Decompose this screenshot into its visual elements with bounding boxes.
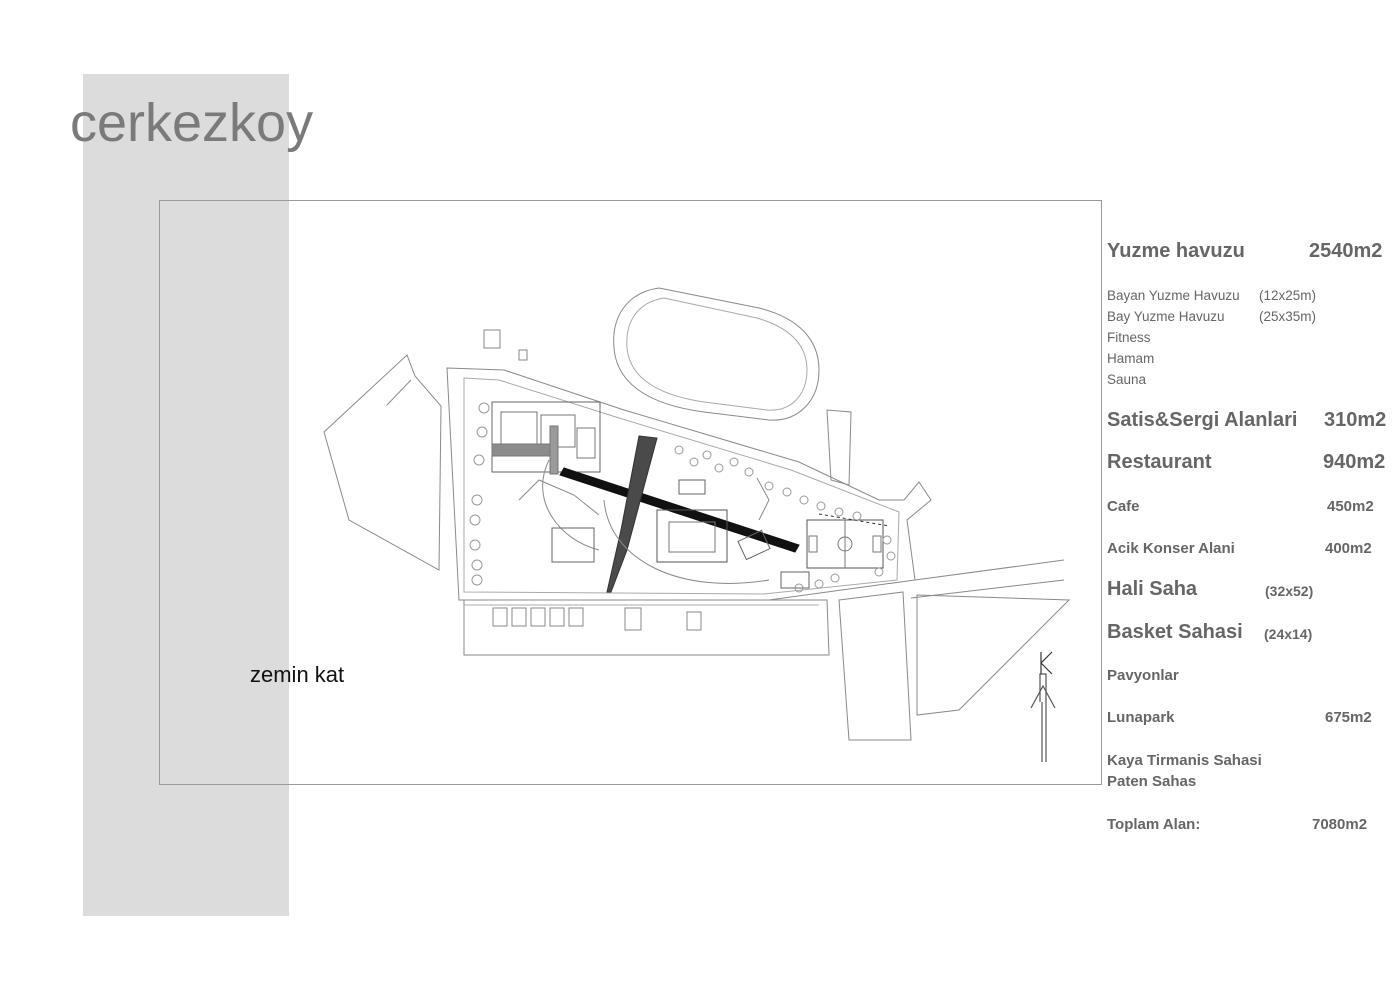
stadium <box>613 287 820 421</box>
legend-sub-item: Hamam <box>1107 351 1155 366</box>
legend-kaya: Kaya Tirmanis Sahasi <box>1107 752 1262 769</box>
left-parcel <box>323 354 442 571</box>
legend-value: (12x25m) <box>1259 288 1317 303</box>
legend-label: Bayan Yuzme Havuzu <box>1107 288 1240 303</box>
east-block <box>838 591 912 741</box>
legend-label: Acik Konser Alani <box>1107 540 1235 557</box>
side-band <box>83 74 289 916</box>
north-arrow-icon <box>1030 673 1056 762</box>
legend-label: Lunapark <box>1107 709 1175 726</box>
legend-konser: Acik Konser Alani 400m2 <box>1107 540 1372 557</box>
legend-label: Cafe <box>1107 498 1140 515</box>
main-site <box>446 367 932 601</box>
plan-frame <box>159 200 1102 785</box>
legend-yuzme: Yuzme havuzu 2540m2 <box>1107 240 1382 263</box>
legend-value: (24x14) <box>1264 626 1313 642</box>
legend-toplam: Toplam Alan: 7080m2 <box>1107 816 1367 833</box>
legend-sub-item: Sauna <box>1107 372 1147 387</box>
site-plan-drawing <box>323 287 1071 762</box>
circular-plaza <box>603 499 770 584</box>
page-title: cerkezkoy <box>70 93 314 153</box>
legend-value: 675m2 <box>1325 709 1372 726</box>
legend-sub-item: Bayan Yuzme Havuzu (12x25m) <box>1107 288 1316 303</box>
legend-lunapark: Lunapark 675m2 <box>1107 709 1372 726</box>
legend-label: Hali Saha <box>1107 578 1198 600</box>
right-parcel <box>916 594 1071 716</box>
legend-sub-item: Fitness <box>1107 330 1151 345</box>
legend-value: 450m2 <box>1327 498 1374 515</box>
legend-label: Satis&Sergi Alanlari <box>1107 409 1298 431</box>
legend-label: Yuzme havuzu <box>1107 240 1245 262</box>
legend-label: Bay Yuzme Havuzu <box>1107 309 1225 324</box>
legend-paten: Paten Sahas <box>1107 773 1197 790</box>
legend-label: Toplam Alan: <box>1107 816 1201 833</box>
legend-value: 310m2 <box>1324 409 1387 431</box>
legend-halisaha: Hali Saha (32x52) <box>1107 578 1313 601</box>
legend-basket: Basket Sahasi (24x14) <box>1107 621 1312 644</box>
legend-restaurant: Restaurant 940m2 <box>1107 451 1385 474</box>
legend-label: Restaurant <box>1107 451 1212 473</box>
legend-value: 400m2 <box>1325 540 1372 557</box>
legend-satis: Satis&Sergi Alanlari 310m2 <box>1107 409 1386 432</box>
legend-sub-item: Bay Yuzme Havuzu (25x35m) <box>1107 309 1316 324</box>
floor-label: zemin kat <box>250 662 345 687</box>
legend-value: 7080m2 <box>1312 816 1368 833</box>
legend-label: Basket Sahasi <box>1107 621 1243 643</box>
legend-value: (25x35m) <box>1259 309 1317 324</box>
left-parcel-inner <box>386 379 412 406</box>
legend-cafe: Cafe 450m2 <box>1107 498 1374 515</box>
north-letter-glyph <box>1040 651 1053 675</box>
legend-pavyon: Pavyonlar <box>1107 667 1179 684</box>
legend-value: 2540m2 <box>1309 240 1383 262</box>
legend-value: (32x52) <box>1265 583 1314 599</box>
legend-value: 940m2 <box>1323 451 1386 473</box>
